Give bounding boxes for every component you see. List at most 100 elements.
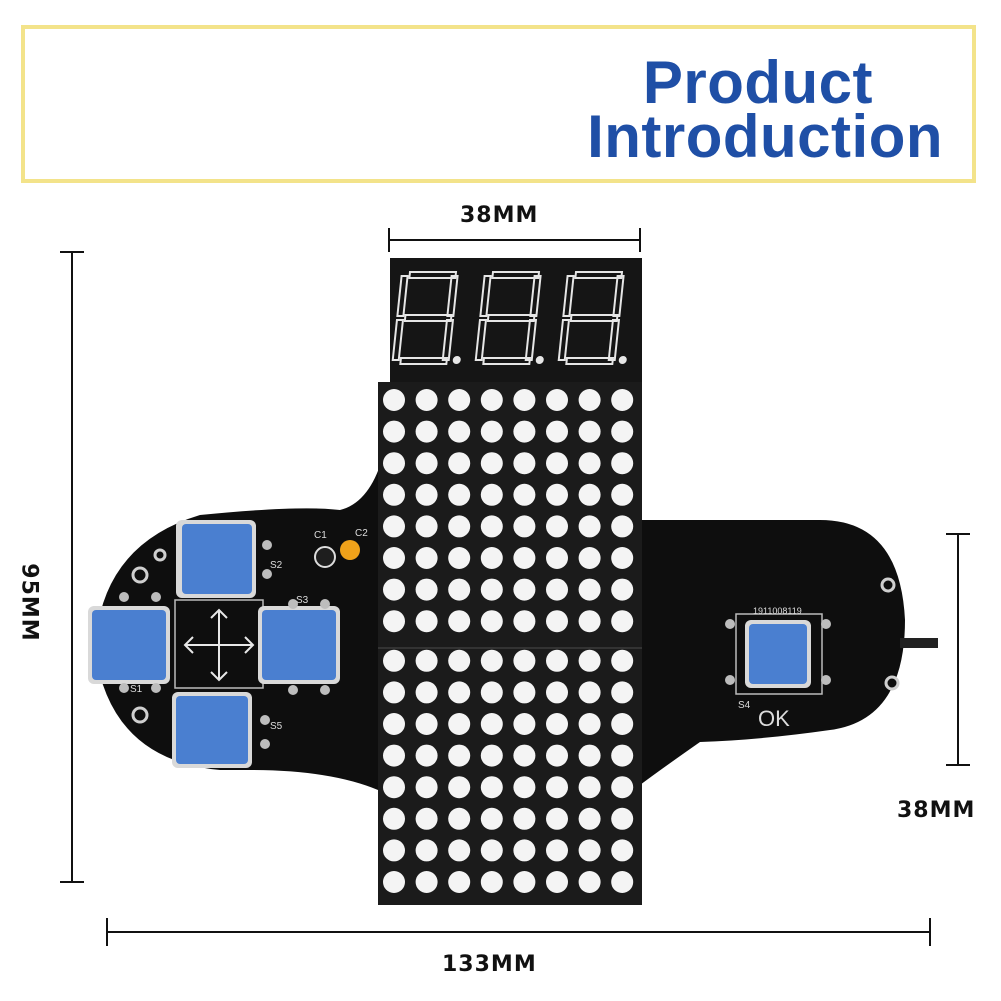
led-dot: [611, 807, 634, 830]
led-dot: [546, 839, 568, 862]
led-dot: [415, 515, 438, 538]
led-dot: [480, 776, 503, 799]
led-dot: [383, 649, 405, 672]
led-dot: [448, 483, 471, 506]
segment: [565, 357, 615, 365]
button-right[interactable]: [258, 606, 340, 684]
led-dot: [480, 871, 503, 893]
led-dot: [415, 807, 438, 830]
button-left[interactable]: [88, 606, 170, 684]
led-dot: [480, 839, 503, 862]
led-dot: [415, 547, 438, 569]
led-dot: [448, 807, 471, 830]
led-dot: [480, 452, 503, 475]
led-dot: [383, 807, 405, 830]
led-dot: [513, 776, 536, 799]
capacitor-c1: [314, 546, 336, 568]
buttons: [88, 520, 823, 768]
led-dot: [611, 547, 634, 569]
led-dot: [546, 547, 568, 569]
led-dot: [448, 649, 471, 672]
led-dot: [578, 839, 601, 862]
label-ok: OK: [758, 706, 790, 731]
label-s2: S2: [270, 560, 283, 571]
segment: [474, 319, 488, 361]
led-dot: [578, 610, 601, 633]
led-dot: [383, 871, 405, 893]
label-s4: S4: [738, 700, 751, 711]
segment: [399, 357, 449, 365]
led-dot: [611, 649, 634, 672]
led-dot: [448, 871, 471, 893]
button-ok[interactable]: [735, 613, 823, 695]
led-dot: [578, 547, 601, 569]
led-dot: [480, 807, 503, 830]
label-serial: 1911008119: [753, 606, 802, 616]
led-dot: [480, 420, 503, 443]
led-matrix: [378, 382, 642, 905]
led-dot: [546, 807, 568, 830]
segment-digit: [391, 271, 461, 365]
led-dot: [415, 610, 438, 633]
led-dot: [383, 610, 405, 633]
led-dot: [546, 578, 568, 601]
led-dot: [448, 744, 471, 767]
led-dot: [546, 610, 568, 633]
segment: [482, 357, 532, 365]
led-dot: [578, 649, 601, 672]
label-s1: S1: [130, 684, 143, 695]
led-dot: [546, 713, 568, 735]
led-dot: [611, 483, 634, 506]
led-dot: [513, 452, 536, 475]
led-dot: [578, 776, 601, 799]
led-dot: [415, 713, 438, 735]
led-dot: [546, 452, 568, 475]
led-dot: [480, 681, 503, 704]
led-dot: [611, 389, 634, 411]
led-dot: [611, 452, 634, 475]
segment: [569, 314, 619, 322]
led-dot: [383, 389, 405, 411]
led-dot: [578, 452, 601, 475]
header-box: [21, 25, 976, 183]
led-dot: [611, 871, 634, 893]
led-dot: [513, 681, 536, 704]
seven-segment-display: [390, 258, 642, 382]
led-dot: [611, 578, 634, 601]
led-dot: [448, 713, 471, 735]
led-dot: [611, 744, 634, 767]
led-dot: [448, 547, 471, 569]
led-dot: [611, 515, 634, 538]
led-dot: [415, 744, 438, 767]
led-dot: [415, 578, 438, 601]
led-dot: [415, 389, 438, 411]
label-s5: S5: [270, 721, 283, 732]
led-dot: [611, 713, 634, 735]
led-dot: [415, 776, 438, 799]
led-dot: [480, 483, 503, 506]
label-c2: C2: [355, 528, 368, 539]
decimal-point: [452, 356, 461, 364]
led-dot: [480, 649, 503, 672]
led-dot: [513, 610, 536, 633]
led-dot: [513, 420, 536, 443]
led-dot: [480, 744, 503, 767]
button-down[interactable]: [172, 692, 252, 768]
led-dot: [513, 515, 536, 538]
led-dot: [546, 681, 568, 704]
led-dot: [513, 389, 536, 411]
led-dot: [383, 776, 405, 799]
led-dot: [611, 776, 634, 799]
led-dot: [578, 420, 601, 443]
led-dot: [383, 681, 405, 704]
button-up[interactable]: [176, 520, 256, 598]
led-dot: [448, 578, 471, 601]
led-dot: [546, 389, 568, 411]
led-dot: [513, 744, 536, 767]
dim-top-width-label: 38MM: [460, 203, 539, 228]
led-dot: [415, 839, 438, 862]
led-dot: [546, 515, 568, 538]
segment: [557, 319, 571, 361]
led-dot: [513, 807, 536, 830]
led-dot: [480, 515, 503, 538]
